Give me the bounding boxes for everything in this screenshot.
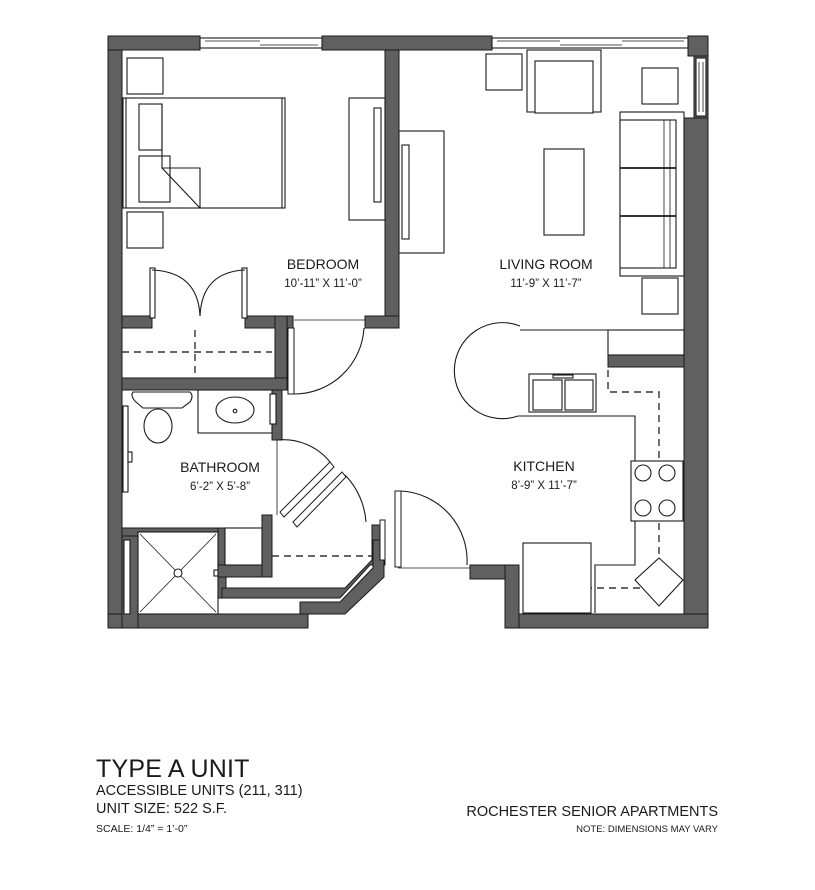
bathroom-fixtures: [122, 389, 372, 615]
dimensions-note: NOTE: DIMENSIONS MAY VARY: [576, 824, 718, 835]
walls: [107, 35, 709, 629]
room-labels: BEDROOM 10’-11” X 11’-0” LIVING ROOM 11’…: [180, 256, 593, 493]
living-room-dimensions: 11’-9” X 11’-7”: [510, 278, 581, 290]
title-block: TYPE A UNIT ACCESSIBLE UNITS (211, 311) …: [96, 756, 303, 836]
bathroom-dimensions: 6’-2” X 5’-8”: [190, 481, 250, 493]
scale-text: SCALE: 1/4” = 1’-0”: [96, 823, 188, 835]
unit-type-title: TYPE A UNIT: [96, 755, 250, 783]
living-room-label: LIVING ROOM: [499, 256, 592, 272]
project-name: ROCHESTER SENIOR APARTMENTS: [466, 804, 718, 820]
entry-door[interactable]: [394, 490, 470, 569]
unit-size-text: UNIT SIZE: 522 S.F.: [96, 801, 228, 817]
bedroom-furniture: [122, 57, 386, 376]
accessible-units-text: ACCESSIBLE UNITS (211, 311): [96, 783, 303, 799]
bedroom-dimensions: 10’-11” X 11’-0”: [284, 278, 362, 290]
bathroom-door[interactable]: [276, 439, 386, 561]
project-block: ROCHESTER SENIOR APARTMENTS NOTE: DIMENS…: [466, 803, 718, 836]
windows: [199, 37, 707, 117]
living-room-furniture: [398, 49, 685, 555]
kitchen-label: KITCHEN: [513, 458, 574, 474]
kitchen-fixtures: [520, 370, 684, 614]
kitchen-dimensions: 8’-9” X 11’-7”: [511, 480, 577, 492]
bedroom-door[interactable]: [287, 319, 365, 395]
bedroom-label: BEDROOM: [287, 256, 359, 272]
bathroom-label: BATHROOM: [180, 459, 260, 475]
